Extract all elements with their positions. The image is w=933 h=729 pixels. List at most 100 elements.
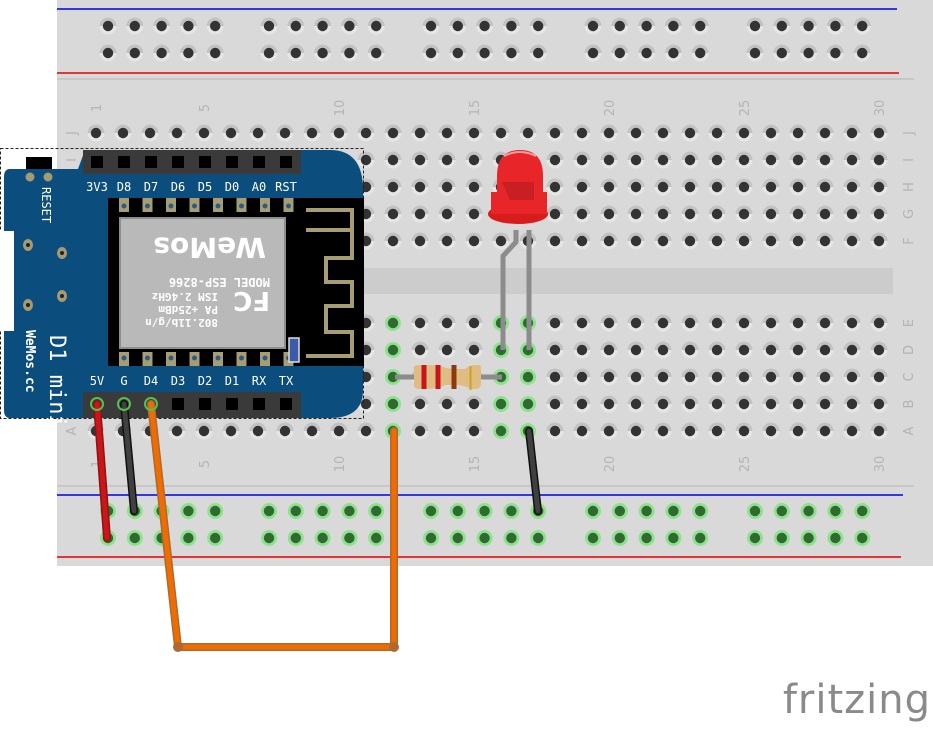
hole-B14[interactable] xyxy=(438,395,456,413)
rail-hole[interactable] xyxy=(476,17,494,35)
hole-E20[interactable] xyxy=(600,314,618,332)
hole-A11[interactable] xyxy=(357,422,375,440)
hole-F30[interactable] xyxy=(870,232,888,250)
hole-A14[interactable] xyxy=(438,422,456,440)
hole-G22[interactable] xyxy=(654,205,672,223)
hole-H25[interactable] xyxy=(735,178,753,196)
hole-H20[interactable] xyxy=(600,178,618,196)
hole-A4[interactable] xyxy=(168,422,186,440)
hole-D25[interactable] xyxy=(735,341,753,359)
rail-hole[interactable] xyxy=(800,17,818,35)
hole-G19[interactable] xyxy=(573,205,591,223)
rail-hole[interactable] xyxy=(664,17,682,35)
hole-J3[interactable] xyxy=(141,124,159,142)
rail-hole[interactable] xyxy=(206,44,224,62)
hole-I11[interactable] xyxy=(357,151,375,169)
hole-E30[interactable] xyxy=(870,314,888,332)
hole-F23[interactable] xyxy=(681,232,699,250)
rail-hole[interactable] xyxy=(800,503,817,519)
hole-J16[interactable] xyxy=(492,124,510,142)
rail-hole[interactable] xyxy=(773,530,790,546)
rail-hole[interactable] xyxy=(854,530,871,546)
hole-G12[interactable] xyxy=(384,205,402,223)
hole-J6[interactable] xyxy=(222,124,240,142)
hole-D21[interactable] xyxy=(627,341,645,359)
rail-hole[interactable] xyxy=(206,17,224,35)
rail-hole[interactable] xyxy=(692,503,709,519)
hole-J12[interactable] xyxy=(384,124,402,142)
hole-D22[interactable] xyxy=(654,341,672,359)
hole-J27[interactable] xyxy=(789,124,807,142)
hole-D18[interactable] xyxy=(546,341,564,359)
hole-D15[interactable] xyxy=(465,341,483,359)
hole-E24[interactable] xyxy=(708,314,726,332)
hole-F20[interactable] xyxy=(600,232,618,250)
hole-B30[interactable] xyxy=(870,395,888,413)
rail-hole[interactable] xyxy=(503,503,520,519)
rail-hole[interactable] xyxy=(261,503,277,519)
hole-D14[interactable] xyxy=(438,341,456,359)
hole-A13[interactable] xyxy=(411,422,429,440)
rail-hole[interactable] xyxy=(502,17,520,35)
hole-C29[interactable] xyxy=(843,368,861,386)
rail-hole[interactable] xyxy=(746,17,764,35)
hole-E27[interactable] xyxy=(789,314,807,332)
hole-I29[interactable] xyxy=(843,151,861,169)
hole-C19[interactable] xyxy=(573,368,591,386)
hole-H23[interactable] xyxy=(681,178,699,196)
hole-F14[interactable] xyxy=(438,232,456,250)
hole-I25[interactable] xyxy=(735,151,753,169)
hole-I27[interactable] xyxy=(789,151,807,169)
top-pin-D6[interactable] xyxy=(172,156,184,168)
hole-C22[interactable] xyxy=(654,368,672,386)
hole-D30[interactable] xyxy=(870,341,888,359)
rail-hole[interactable] xyxy=(476,530,493,546)
hole-B24[interactable] xyxy=(708,395,726,413)
hole-A15[interactable] xyxy=(465,422,483,440)
rail-hole[interactable] xyxy=(367,17,385,35)
rail-hole[interactable] xyxy=(826,17,844,35)
hole-B22[interactable] xyxy=(654,395,672,413)
rail-hole[interactable] xyxy=(423,503,439,519)
rail-hole[interactable] xyxy=(773,44,791,62)
hole-A22[interactable] xyxy=(654,422,672,440)
hole-J28[interactable] xyxy=(816,124,834,142)
top-pin-3V3[interactable] xyxy=(91,156,103,168)
rail-hole[interactable] xyxy=(449,503,466,519)
hole-J13[interactable] xyxy=(411,124,429,142)
hole-B28[interactable] xyxy=(816,395,834,413)
hole-D29[interactable] xyxy=(843,341,861,359)
rail-hole[interactable] xyxy=(99,17,117,35)
rail-hole[interactable] xyxy=(153,44,171,62)
rail-hole[interactable] xyxy=(476,44,494,62)
hole-A26[interactable] xyxy=(762,422,780,440)
rail-hole[interactable] xyxy=(800,530,817,546)
rail-hole[interactable] xyxy=(584,17,602,35)
hole-D13[interactable] xyxy=(411,341,429,359)
wire-bendpoint[interactable] xyxy=(173,642,183,652)
hole-G25[interactable] xyxy=(735,205,753,223)
hole-A28[interactable] xyxy=(816,422,834,440)
rail-hole[interactable] xyxy=(773,503,790,519)
rail-hole[interactable] xyxy=(422,17,440,35)
rail-hole[interactable] xyxy=(854,503,871,519)
hole-C17[interactable] xyxy=(520,369,536,385)
rail-hole[interactable] xyxy=(449,530,466,546)
hole-F22[interactable] xyxy=(654,232,672,250)
hole-G21[interactable] xyxy=(627,205,645,223)
hole-I26[interactable] xyxy=(762,151,780,169)
rail-hole[interactable] xyxy=(502,44,520,62)
hole-E19[interactable] xyxy=(573,314,591,332)
hole-J7[interactable] xyxy=(249,124,267,142)
hole-H27[interactable] xyxy=(789,178,807,196)
hole-J30[interactable] xyxy=(870,124,888,142)
hole-A25[interactable] xyxy=(735,422,753,440)
hole-F27[interactable] xyxy=(789,232,807,250)
rail-hole[interactable] xyxy=(827,503,844,519)
rail-hole[interactable] xyxy=(747,503,763,519)
hole-G20[interactable] xyxy=(600,205,618,223)
rail-hole[interactable] xyxy=(853,17,871,35)
rail-hole[interactable] xyxy=(368,530,385,546)
hole-G13[interactable] xyxy=(411,205,429,223)
hole-F15[interactable] xyxy=(465,232,483,250)
